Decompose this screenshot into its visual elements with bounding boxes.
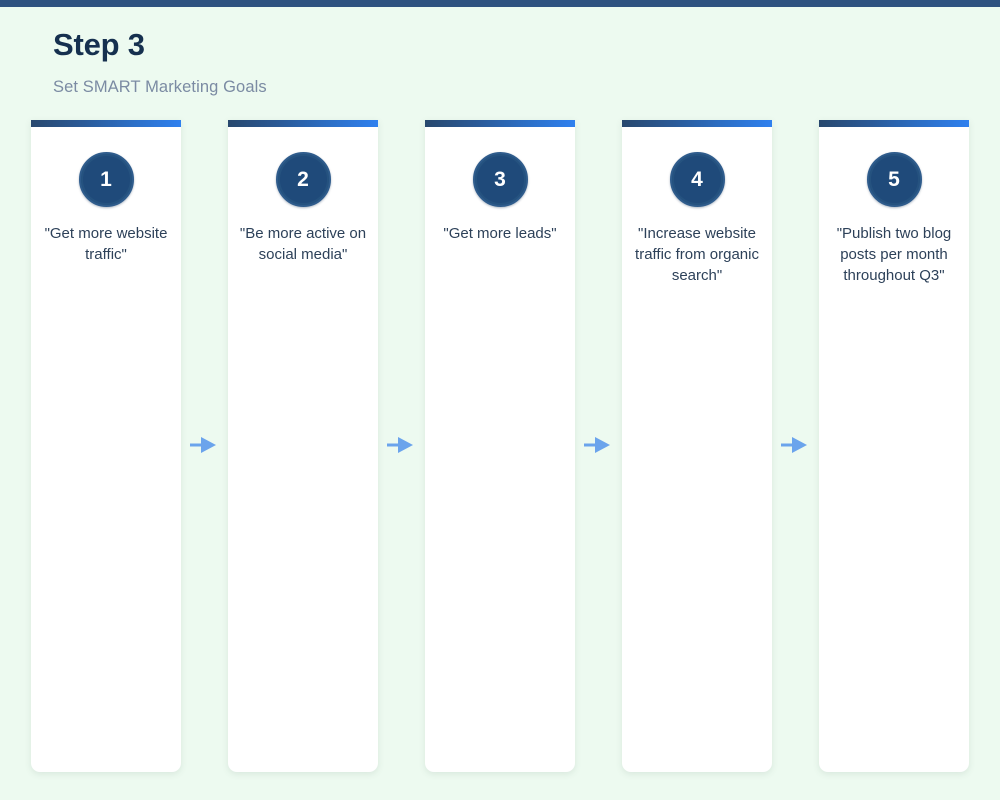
step-number-badge: 4 xyxy=(669,152,725,207)
page-title: Step 3 xyxy=(53,27,145,62)
step-number-badge: 5 xyxy=(866,152,922,207)
step-card-2[interactable]: 2 "Be more active on social media" xyxy=(228,120,378,772)
step-goal-text: "Be more active on social media" xyxy=(239,225,367,263)
step-number-badge: 2 xyxy=(275,152,331,207)
step-card-4[interactable]: 4 "Increase website traffic from organic… xyxy=(622,120,772,772)
step-card-1[interactable]: 1 "Get more website traffic" xyxy=(31,120,181,772)
card-accent-bar xyxy=(622,120,772,127)
arrow-3-to-4 xyxy=(575,120,622,772)
steps-flow-row: 1 "Get more website traffic" 2 "Be more … xyxy=(31,120,969,772)
step-card-5[interactable]: 5 "Publish two blog posts per month thro… xyxy=(819,120,969,772)
step-card-3[interactable]: 3 "Get more leads" xyxy=(425,120,575,772)
right-arrow-icon xyxy=(387,437,413,453)
top-accent-bar xyxy=(0,0,1000,7)
right-arrow-icon xyxy=(584,437,610,453)
card-accent-bar xyxy=(31,120,181,127)
step-number-badge: 1 xyxy=(78,152,134,207)
step-goal-text: "Increase website traffic from organic s… xyxy=(635,225,759,284)
page-subtitle: Set SMART Marketing Goals xyxy=(53,78,267,97)
step-goal-text: "Get more leads" xyxy=(443,225,557,242)
card-accent-bar xyxy=(425,120,575,127)
card-accent-bar xyxy=(819,120,969,127)
arrow-1-to-2 xyxy=(181,120,228,772)
right-arrow-icon xyxy=(190,437,216,453)
card-accent-bar xyxy=(228,120,378,127)
step-goal-text: "Publish two blog posts per month throug… xyxy=(836,225,952,284)
right-arrow-icon xyxy=(781,437,807,453)
step-goal-text: "Get more website traffic" xyxy=(44,225,168,263)
step-number-badge: 3 xyxy=(472,152,528,207)
arrow-4-to-5 xyxy=(772,120,819,772)
arrow-2-to-3 xyxy=(378,120,425,772)
page-header: Step 3 Set SMART Marketing Goals xyxy=(53,27,953,97)
